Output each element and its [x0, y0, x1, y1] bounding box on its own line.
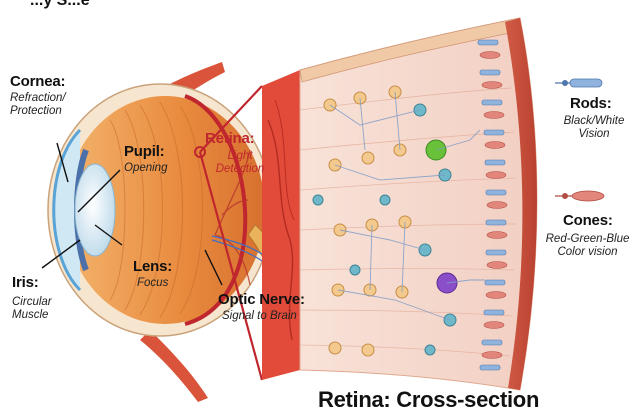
- iris-title: Iris:: [12, 274, 39, 291]
- cones-title: Cones:: [563, 212, 613, 229]
- cornea-description: Refraction/ Protection: [10, 92, 72, 118]
- lens-title: Lens:: [133, 258, 172, 275]
- lower-muscle: [140, 330, 208, 402]
- lens-description: Focus: [137, 277, 168, 290]
- rods-title: Rods:: [570, 95, 612, 112]
- retina-description: Light Detection: [214, 150, 266, 176]
- retina-title: Retina:: [205, 130, 254, 147]
- cross-section-face: [262, 70, 300, 380]
- rods-description: Black/White Vision: [555, 115, 633, 141]
- cone-icon: [555, 191, 604, 201]
- rod-icon: [555, 79, 602, 87]
- header-fragment: ...y S...e: [30, 0, 90, 10]
- optic-nerve-title: Optic Nerve:: [218, 291, 305, 308]
- lens-shape: [75, 164, 115, 256]
- pupil-description: Opening: [124, 162, 167, 175]
- cones-description: Red-Green-Blue Color vision: [540, 233, 635, 259]
- cornea-title: Cornea:: [10, 73, 65, 90]
- optic-nerve-description: Signal to Brain: [222, 310, 297, 323]
- cross-section-title: Retina: Cross-section: [318, 387, 539, 412]
- iris-description: Circular Muscle: [12, 296, 62, 322]
- pupil-title: Pupil:: [124, 143, 164, 160]
